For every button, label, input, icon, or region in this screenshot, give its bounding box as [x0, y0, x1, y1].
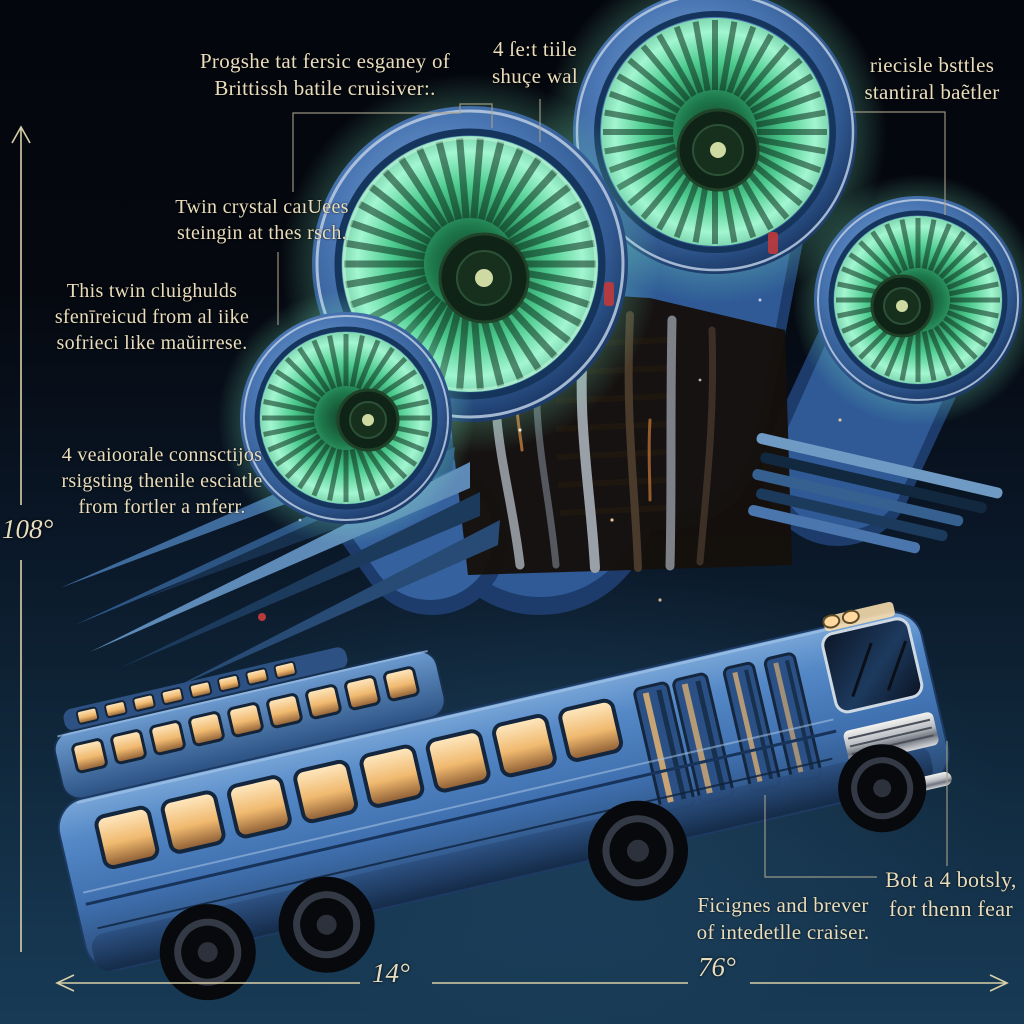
label-bot-bodies: Bot a 4 botsly, for thenn fear — [885, 867, 1017, 921]
label-twin-hulls: This twin cluighulds sfenīreicud from al… — [54, 280, 250, 354]
turbine-engine-lower-left — [218, 290, 474, 546]
cruiser-bus-body — [53, 601, 952, 1001]
right-wing-slats — [748, 432, 1003, 554]
label-figures: Ficignes and brever of intedetlle craise… — [696, 893, 870, 945]
label-top-left: Progshe tat fersic esganey of Brittissh … — [199, 49, 451, 101]
dimension-value-width-left: 14° — [372, 958, 410, 988]
dimension-value-width-right: 76° — [698, 952, 736, 982]
label-twin-crystal: Twin crystal caıUees steingin at thes rs… — [175, 196, 349, 244]
label-connections: 4 veaioorale connsctijos rsigsting theni… — [61, 444, 263, 518]
dimension-value-height: 108° — [2, 514, 54, 544]
sparkle-dots — [298, 298, 842, 602]
label-top-right: riecisle bsttles stantiral baẽtler — [864, 53, 1000, 105]
label-top-middle: 4 ſe:t tiile shuçe wal — [491, 37, 579, 89]
turbine-engine-right — [792, 174, 1024, 426]
bus-door-panels — [633, 652, 823, 813]
